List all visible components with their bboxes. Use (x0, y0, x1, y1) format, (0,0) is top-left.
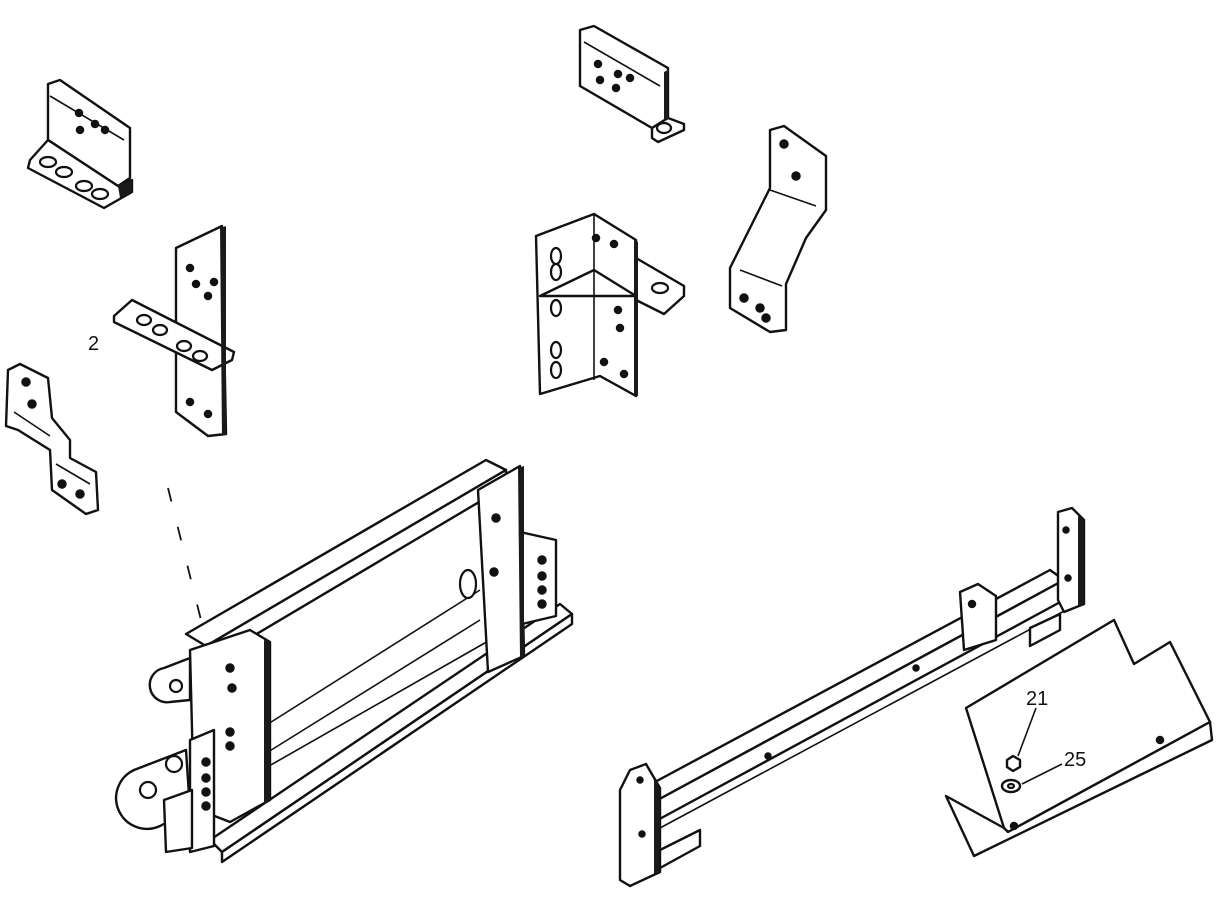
callout-label-21: 21 (1026, 688, 1048, 710)
callout-label-25: 25 (1064, 749, 1086, 771)
bracket-top-center (578, 24, 686, 144)
angled-cover-plate (944, 618, 1214, 858)
frame-rail-right (618, 506, 1086, 888)
leader-line-21 (1017, 707, 1037, 757)
bracket-item-2 (112, 224, 236, 438)
bracket-offset-left (4, 362, 100, 516)
bracket-top-left (26, 78, 134, 210)
callout-label-2: 2 (88, 333, 99, 355)
assembly-path-line (167, 487, 209, 649)
leader-line-25 (1021, 763, 1063, 785)
washer-item-25 (1000, 778, 1022, 794)
frame-assembly-left (114, 458, 574, 864)
bracket-offset-right (728, 124, 828, 334)
gusset-bracket-center (534, 212, 686, 398)
nut-item-21 (1005, 754, 1022, 773)
